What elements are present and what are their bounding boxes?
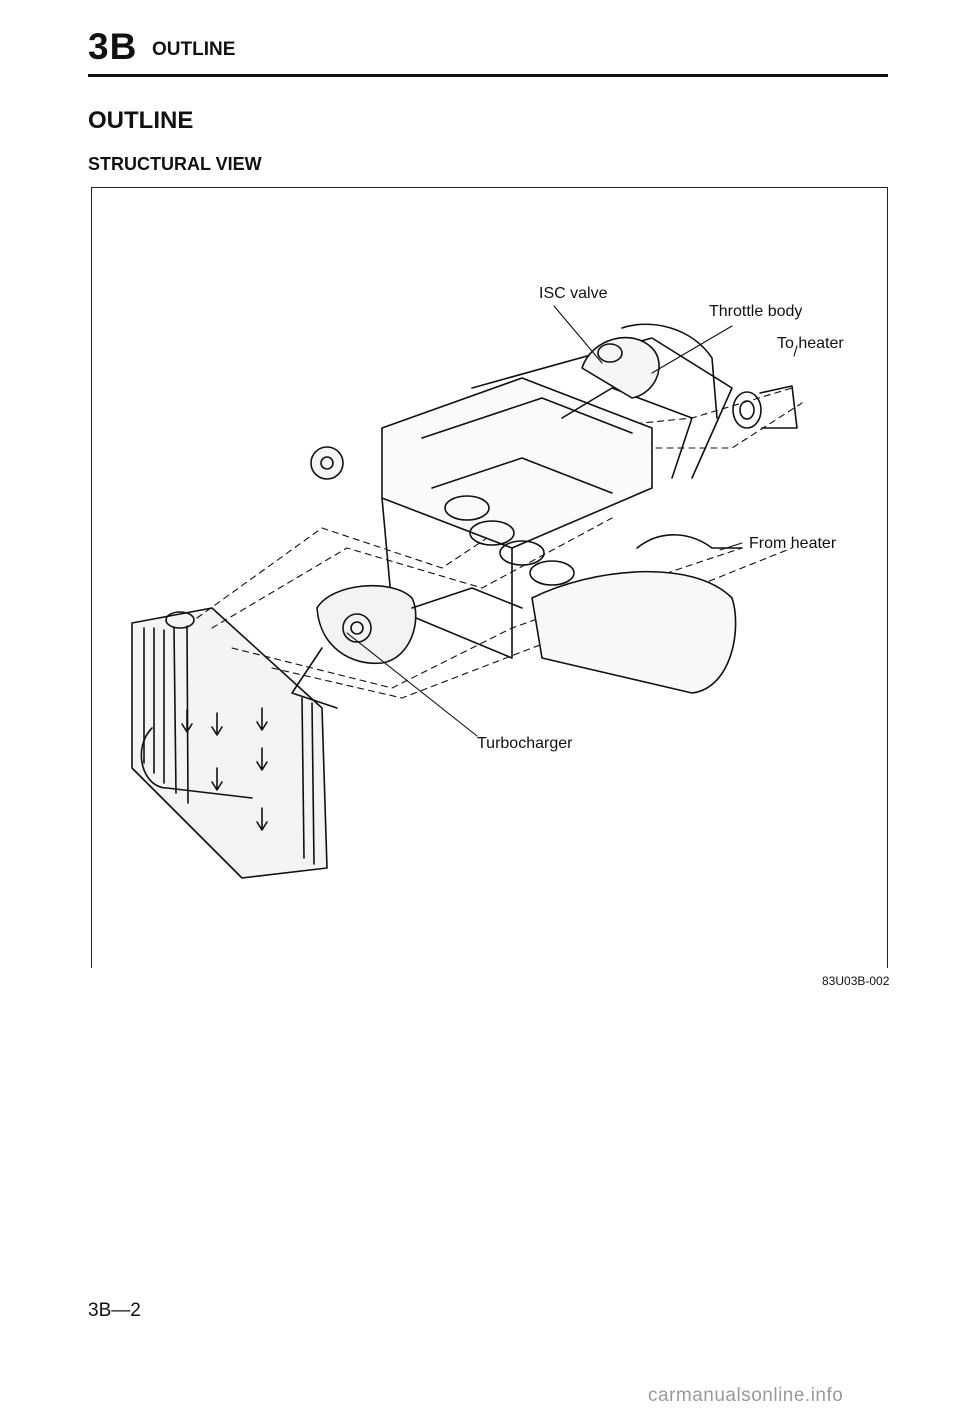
page-number: 3B—2	[88, 1300, 141, 1321]
engine-block-drawing	[381, 337, 733, 659]
callout-turbocharger: Turbocharger	[477, 735, 573, 752]
section-code: 3B	[88, 26, 138, 67]
site-watermark: carmanualsonline.info	[648, 1385, 844, 1406]
oil-pan-drawing	[531, 570, 737, 694]
from-heater-hose	[636, 534, 743, 549]
water-pump-drawing	[310, 446, 344, 480]
structural-view-figure: ISC valve Throttle body To heater From h…	[91, 187, 888, 968]
turbocharger-drawing	[291, 584, 523, 709]
callout-to-heater: To heater	[777, 335, 844, 352]
callout-isc-valve: ISC valve	[539, 285, 608, 302]
page-title: OUTLINE	[88, 107, 194, 134]
figure-id: 83U03B-002	[822, 974, 890, 988]
heater-fitting-drawing	[732, 385, 798, 429]
header-rule	[88, 74, 888, 77]
throttle-body-drawing	[581, 323, 718, 419]
radiator-drawing	[131, 607, 328, 879]
page-header: 3B OUTLINE	[88, 26, 888, 78]
structural-view-subtitle: STRUCTURAL VIEW	[88, 154, 262, 174]
section-name: OUTLINE	[152, 39, 236, 60]
lower-hose	[140, 727, 253, 799]
callout-throttle-body: Throttle body	[709, 303, 803, 320]
engine-cooling-illustration	[131, 305, 803, 879]
callout-from-heater: From heater	[749, 535, 837, 552]
